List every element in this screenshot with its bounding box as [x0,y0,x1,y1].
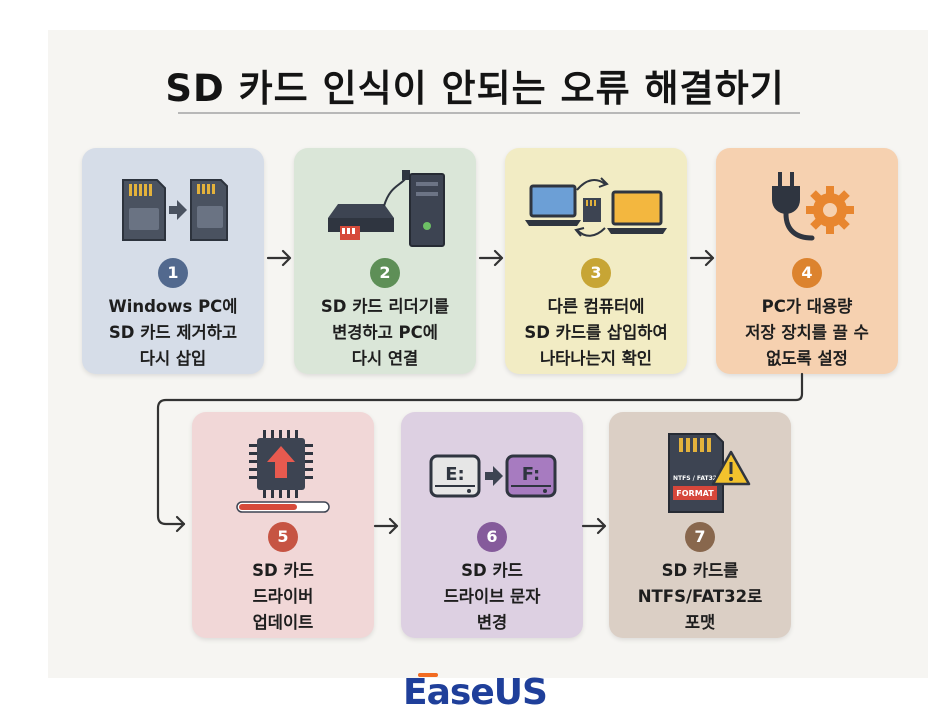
power-plug-gear-icon [772,172,854,241]
card-reader-computer-icon [328,170,445,247]
step-text: SD 카드 드라이브 문자 변경 [443,561,541,632]
title-underline [178,112,800,114]
step-text: SD 카드를 NTFS/FAT32로 포맷 [637,561,763,632]
step-card-5: 5 SD 카드 드라이버 업데이트 [192,412,374,638]
drive-letter-change-icon: E: F: [429,454,557,498]
arrow-right-icon [266,249,292,267]
two-laptops-swap-icon [525,177,667,237]
easeus-logo: EaseUS [403,672,548,713]
step-card-3: 3 다른 컴퓨터에 SD 카드를 삽입하여 나타나는지 확인 [505,148,687,374]
row-connector-arrow-icon [156,372,804,533]
svg-text:F:: F: [522,464,541,485]
step-number-badge: 4 [792,258,822,288]
step-card-1: 1 Windows PC에 SD 카드 제거하고 다시 삽입 [82,148,264,374]
step-card-2: 2 SD 카드 리더기를 변경하고 PC에 다시 연결 [294,148,476,374]
step-number-badge: 2 [370,258,400,288]
step-number-badge: 7 [685,522,715,552]
step-number-badge: 6 [477,522,507,552]
chip-update-icon [236,430,330,513]
step-card-6: E: F: 6 SD 카드 드라이브 문자 변경 [401,412,583,638]
arrow-right-icon [373,517,399,535]
arrow-right-icon [478,249,504,267]
step-number-badge: 1 [158,258,188,288]
page-title: SD 카드 인식이 안되는 오류 해결하기 [165,67,785,110]
arrow-right-icon [581,517,607,535]
step-card-7: NTFS / FAT32 FORMAT 7 SD 카드를 NTFS/FAT32로… [609,412,791,638]
step-text: SD 카드 드라이버 업데이트 [252,561,314,632]
svg-text:NTFS / FAT32: NTFS / FAT32 [673,475,717,482]
svg-text:EaseUS: EaseUS [403,672,547,713]
step-text: SD 카드 리더기를 변경하고 PC에 다시 연결 [320,297,450,368]
step-card-4: 4 PC가 대용량 저장 장치를 끌 수 없도록 설정 [716,148,898,374]
step-text: 다른 컴퓨터에 SD 카드를 삽입하여 나타나는지 확인 [524,297,668,368]
step-text: PC가 대용량 저장 장치를 끌 수 없도록 설정 [745,297,869,368]
step-number-badge: 5 [268,522,298,552]
svg-text:E:: E: [445,464,465,485]
step-number-badge: 3 [581,258,611,288]
sd-card-reinsert-icon [122,179,228,241]
step-text: Windows PC에 SD 카드 제거하고 다시 삽입 [108,297,238,368]
svg-text:FORMAT: FORMAT [676,489,714,498]
sd-card-format-warning-icon: NTFS / FAT32 FORMAT [668,433,751,513]
arrow-right-icon [689,249,715,267]
